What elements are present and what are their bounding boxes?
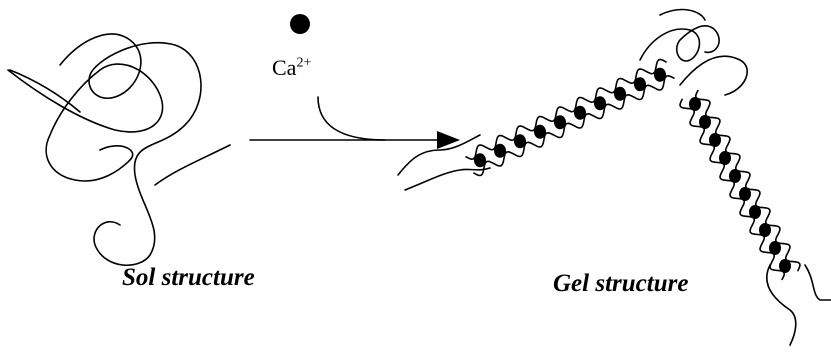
sol-polymer-chain [7, 33, 231, 267]
upper-junction-ion-2 [494, 143, 506, 158]
gel-loose-chain-right-end [804, 264, 831, 301]
lower-junction-ion-3 [709, 133, 721, 147]
gel-loose-chain-right-bottom [765, 264, 797, 346]
arrow-head [437, 131, 460, 149]
gel-structure [397, 8, 831, 346]
upper-junction-ion-4 [534, 124, 546, 139]
upper-junction-ion-8 [614, 86, 626, 101]
reaction-arrow [249, 96, 460, 149]
upper-junction-ion-7 [594, 96, 606, 111]
sol-structure [7, 33, 231, 267]
gel-wavy-strand-lower-b [679, 98, 786, 281]
lower-junction-ion-1 [689, 97, 701, 111]
upper-junction-ion-10 [654, 67, 666, 82]
lower-junction-ion-6 [739, 187, 751, 201]
ion-approach-curve [317, 96, 386, 141]
ion-label-charge: 2+ [296, 55, 312, 71]
lower-junction-ion-4 [719, 151, 731, 165]
lower-junction-ion-7 [749, 205, 761, 219]
upper-junction-ion-6 [574, 105, 586, 120]
gel-structure-label: Gel structure [553, 270, 689, 297]
upper-junction-ion-9 [634, 77, 646, 92]
ion-label-base: Ca [272, 55, 297, 80]
upper-junction-ion-3 [514, 134, 526, 149]
gel-wavy-strand-upper-b [473, 75, 675, 177]
upper-junction-ion-5 [554, 115, 566, 130]
ca-ion-marker [290, 14, 310, 34]
sol-structure-label: Sol structure [122, 264, 255, 291]
gel-wavy-strand-upper-a [465, 58, 667, 160]
gel-bound-ions [474, 67, 791, 273]
upper-junction-ion-1 [474, 153, 486, 168]
ion-label: Ca2+ [272, 55, 311, 81]
gel-loose-chain-left-top [397, 134, 481, 176]
lower-junction-ion-9 [769, 241, 781, 255]
lower-junction-ion-8 [759, 223, 771, 237]
gel-tangled-top [639, 8, 748, 96]
gel-loose-chain-left-bottom [404, 167, 491, 191]
lower-junction-ion-10 [779, 259, 791, 273]
gel-wavy-strand-lower-a [694, 89, 801, 272]
lower-junction-ion-2 [699, 115, 711, 129]
lower-junction-ion-5 [729, 169, 741, 183]
